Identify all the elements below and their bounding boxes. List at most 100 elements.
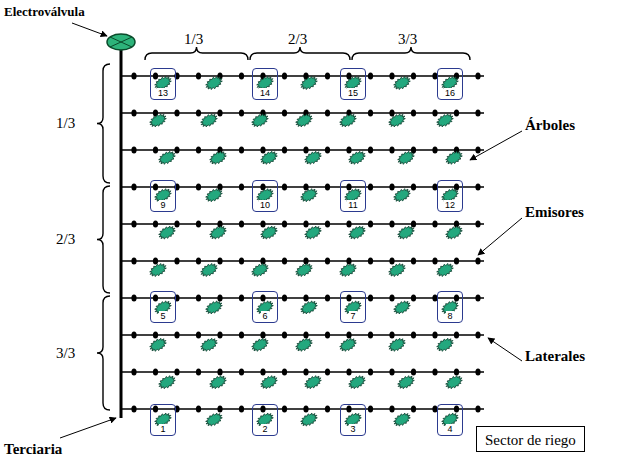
emitter: [368, 294, 373, 301]
emitter: [389, 72, 394, 79]
emitter: [174, 257, 179, 264]
part-label: Terciaria: [4, 440, 62, 458]
emitter: [475, 331, 480, 338]
tree: [305, 226, 322, 239]
emitter: [196, 183, 201, 190]
tree: [301, 77, 318, 90]
tree: [296, 264, 313, 277]
sample-tree-box: 7: [340, 291, 366, 323]
emitter: [174, 109, 179, 116]
tree: [296, 114, 313, 127]
emitter: [389, 368, 394, 375]
callout-number: 15: [347, 88, 359, 98]
tree: [150, 114, 167, 127]
emitter: [368, 109, 373, 116]
emitter: [282, 146, 287, 153]
sample-tree-box: 10: [252, 180, 278, 212]
emitter: [282, 331, 287, 338]
sector-caption-box: Sector de riego: [476, 426, 585, 452]
emitter: [454, 109, 459, 116]
emitter: [196, 405, 201, 412]
tree: [394, 301, 411, 314]
leader-arrow: [488, 338, 522, 361]
emitter: [282, 368, 287, 375]
emitter: [368, 72, 373, 79]
tree: [389, 338, 406, 351]
emitter: [260, 220, 265, 227]
emitter: [239, 405, 244, 412]
sample-tree-box: 8: [437, 291, 463, 323]
tertiary-pipe: [120, 44, 123, 418]
tree: [301, 189, 318, 202]
emitter: [368, 146, 373, 153]
emitter: [196, 331, 201, 338]
emitter: [153, 220, 158, 227]
tree: [446, 151, 463, 164]
valve-mark: [110, 37, 132, 47]
emitter: [389, 405, 394, 412]
tree: [305, 151, 322, 164]
emitter: [196, 72, 201, 79]
emitter: [454, 294, 459, 301]
emitter: [346, 405, 351, 412]
emitter: [217, 331, 222, 338]
tree: [159, 376, 176, 389]
emitter: [174, 146, 179, 153]
emitter: [174, 368, 179, 375]
brace: [352, 47, 470, 60]
emitter: [131, 257, 136, 264]
emitter: [325, 183, 330, 190]
emitter: [389, 331, 394, 338]
emitter: [239, 294, 244, 301]
emitter: [153, 331, 158, 338]
sample-tree-box: 11: [340, 180, 366, 212]
emitter: [475, 109, 480, 116]
callout-number: 2: [261, 424, 268, 434]
tree: [261, 151, 278, 164]
tree: [301, 301, 318, 314]
tree: [389, 114, 406, 127]
brace: [97, 186, 110, 293]
sample-tree-box: 15: [340, 68, 366, 100]
tree: [340, 338, 357, 351]
emitter: [153, 368, 158, 375]
emitter: [153, 405, 158, 412]
emitter: [411, 257, 416, 264]
emitter: [131, 368, 136, 375]
tree: [201, 338, 218, 351]
emitter: [325, 220, 330, 227]
part-label: Laterales: [525, 347, 585, 365]
emitter: [368, 331, 373, 338]
emitter: [389, 220, 394, 227]
callout-number: 14: [259, 88, 271, 98]
tree: [206, 77, 223, 90]
emitter: [303, 331, 308, 338]
part-label: Árboles: [525, 116, 575, 134]
tree: [210, 376, 227, 389]
tree: [389, 264, 406, 277]
tree: [446, 226, 463, 239]
tree: [349, 151, 366, 164]
sample-tree-box: 16: [437, 68, 463, 100]
emitter: [325, 405, 330, 412]
emitter: [282, 405, 287, 412]
emitter: [475, 405, 480, 412]
fraction-label: 3/3: [398, 30, 417, 48]
emitter: [303, 257, 308, 264]
emitter: [389, 109, 394, 116]
emitter: [282, 183, 287, 190]
tree: [150, 264, 167, 277]
emitter: [325, 368, 330, 375]
callout-number: 7: [349, 311, 356, 321]
emitter: [389, 294, 394, 301]
leader-arrows: [60, 23, 522, 438]
emitter: [432, 220, 437, 227]
emitter: [282, 109, 287, 116]
emitter: [196, 294, 201, 301]
emitter: [411, 294, 416, 301]
caption-text: Sector de riego: [485, 432, 576, 448]
sample-tree-box: 1: [150, 404, 176, 436]
fraction-label: 3/3: [56, 344, 75, 362]
emitter: [346, 368, 351, 375]
